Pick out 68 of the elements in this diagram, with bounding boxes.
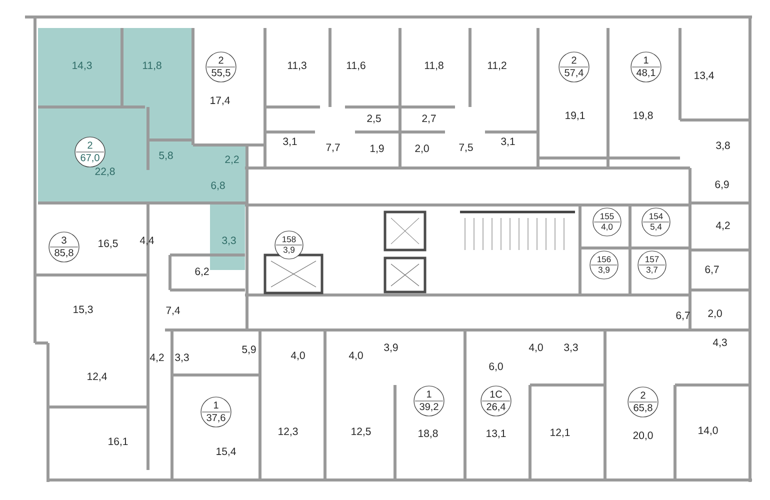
room-area: 7,4 [166, 306, 180, 316]
room-area: 6,8 [211, 182, 225, 190]
room-area: 13,1 [486, 430, 506, 438]
apartment-badge: 3 85,8 [48, 232, 80, 262]
room-area: 12,1 [550, 428, 570, 438]
room-area: 12,5 [352, 428, 371, 436]
room-area: 15,3 [74, 306, 93, 314]
room-area: 6,7 [705, 266, 719, 274]
room-area: 22,8 [95, 168, 115, 176]
room-area: 2,7 [422, 114, 436, 124]
room-area: 6,7 [676, 312, 690, 320]
room-area: 4,3 [712, 338, 727, 348]
room-area: 17,4 [210, 96, 230, 106]
apartment-badge: 2 55,5 [206, 52, 236, 82]
room-area: 3,3 [564, 344, 578, 352]
apartment-badge: 1 37,6 [200, 396, 232, 428]
apartment-badge: 156 3,9 [590, 250, 618, 280]
room-area: 5,8 [159, 152, 173, 160]
room-area: 3,3 [175, 354, 189, 362]
room-area: 19,1 [566, 112, 585, 120]
room-area: 3,9 [384, 344, 398, 352]
room-area: 20,0 [633, 432, 653, 440]
room-area: 4,4 [140, 236, 154, 246]
room-area: 2,5 [367, 114, 381, 124]
room-area: 12,3 [278, 428, 298, 436]
apartment-badge: 158 3,9 [274, 230, 304, 260]
apartment-badge: 1 48,1 [630, 52, 662, 82]
apartment-badge: 157 3,7 [638, 250, 666, 280]
room-area: 4,0 [348, 352, 363, 360]
apartment-badge: 155 4,0 [592, 208, 622, 236]
room-area: 2,0 [708, 310, 722, 318]
room-area: 7,7 [326, 144, 340, 152]
room-area: 7,5 [459, 144, 473, 152]
room-area: 3,1 [501, 138, 515, 146]
room-area: 4,2 [150, 354, 164, 362]
room-area: 11,8 [142, 62, 162, 70]
room-area: 5,9 [242, 346, 256, 354]
room-area: 4,0 [528, 344, 543, 352]
room-area: 18,8 [418, 430, 438, 438]
room-area: 16,1 [108, 438, 128, 446]
room-area: 11,8 [424, 62, 444, 70]
room-area: 6,2 [195, 268, 209, 276]
room-area: 3,1 [283, 138, 297, 146]
room-area: 11,6 [346, 62, 366, 70]
room-area: 12,4 [88, 372, 107, 382]
room-area: 6,9 [715, 180, 729, 190]
apartment-badge: 2 67,0 [74, 136, 106, 168]
room-area: 2,2 [225, 156, 239, 164]
apartment-badge: 1С 26,4 [480, 386, 512, 416]
apartment-badge: 2 65,8 [628, 386, 658, 418]
apartment-badge: 2 57,4 [558, 52, 590, 82]
apartment-badge: 154 5,4 [642, 208, 670, 236]
room-area: 3,3 [222, 236, 236, 246]
room-area: 19,8 [634, 112, 653, 120]
room-area: 11,3 [288, 62, 306, 70]
room-area: 6,0 [489, 362, 503, 372]
room-area: 1,9 [370, 144, 384, 154]
room-area: 14,0 [698, 426, 718, 436]
apartment-badge: 1 39,2 [414, 386, 444, 416]
room-area: 13,4 [694, 72, 714, 80]
room-area: 2,0 [415, 144, 429, 154]
room-area: 16,5 [98, 240, 118, 248]
room-area: 4,2 [716, 222, 730, 230]
room-area: 15,4 [216, 448, 236, 456]
room-area: 11,2 [488, 62, 506, 70]
room-area: 14,3 [72, 62, 92, 70]
room-area: 4,0 [290, 352, 305, 360]
room-area: 3,8 [716, 142, 730, 150]
